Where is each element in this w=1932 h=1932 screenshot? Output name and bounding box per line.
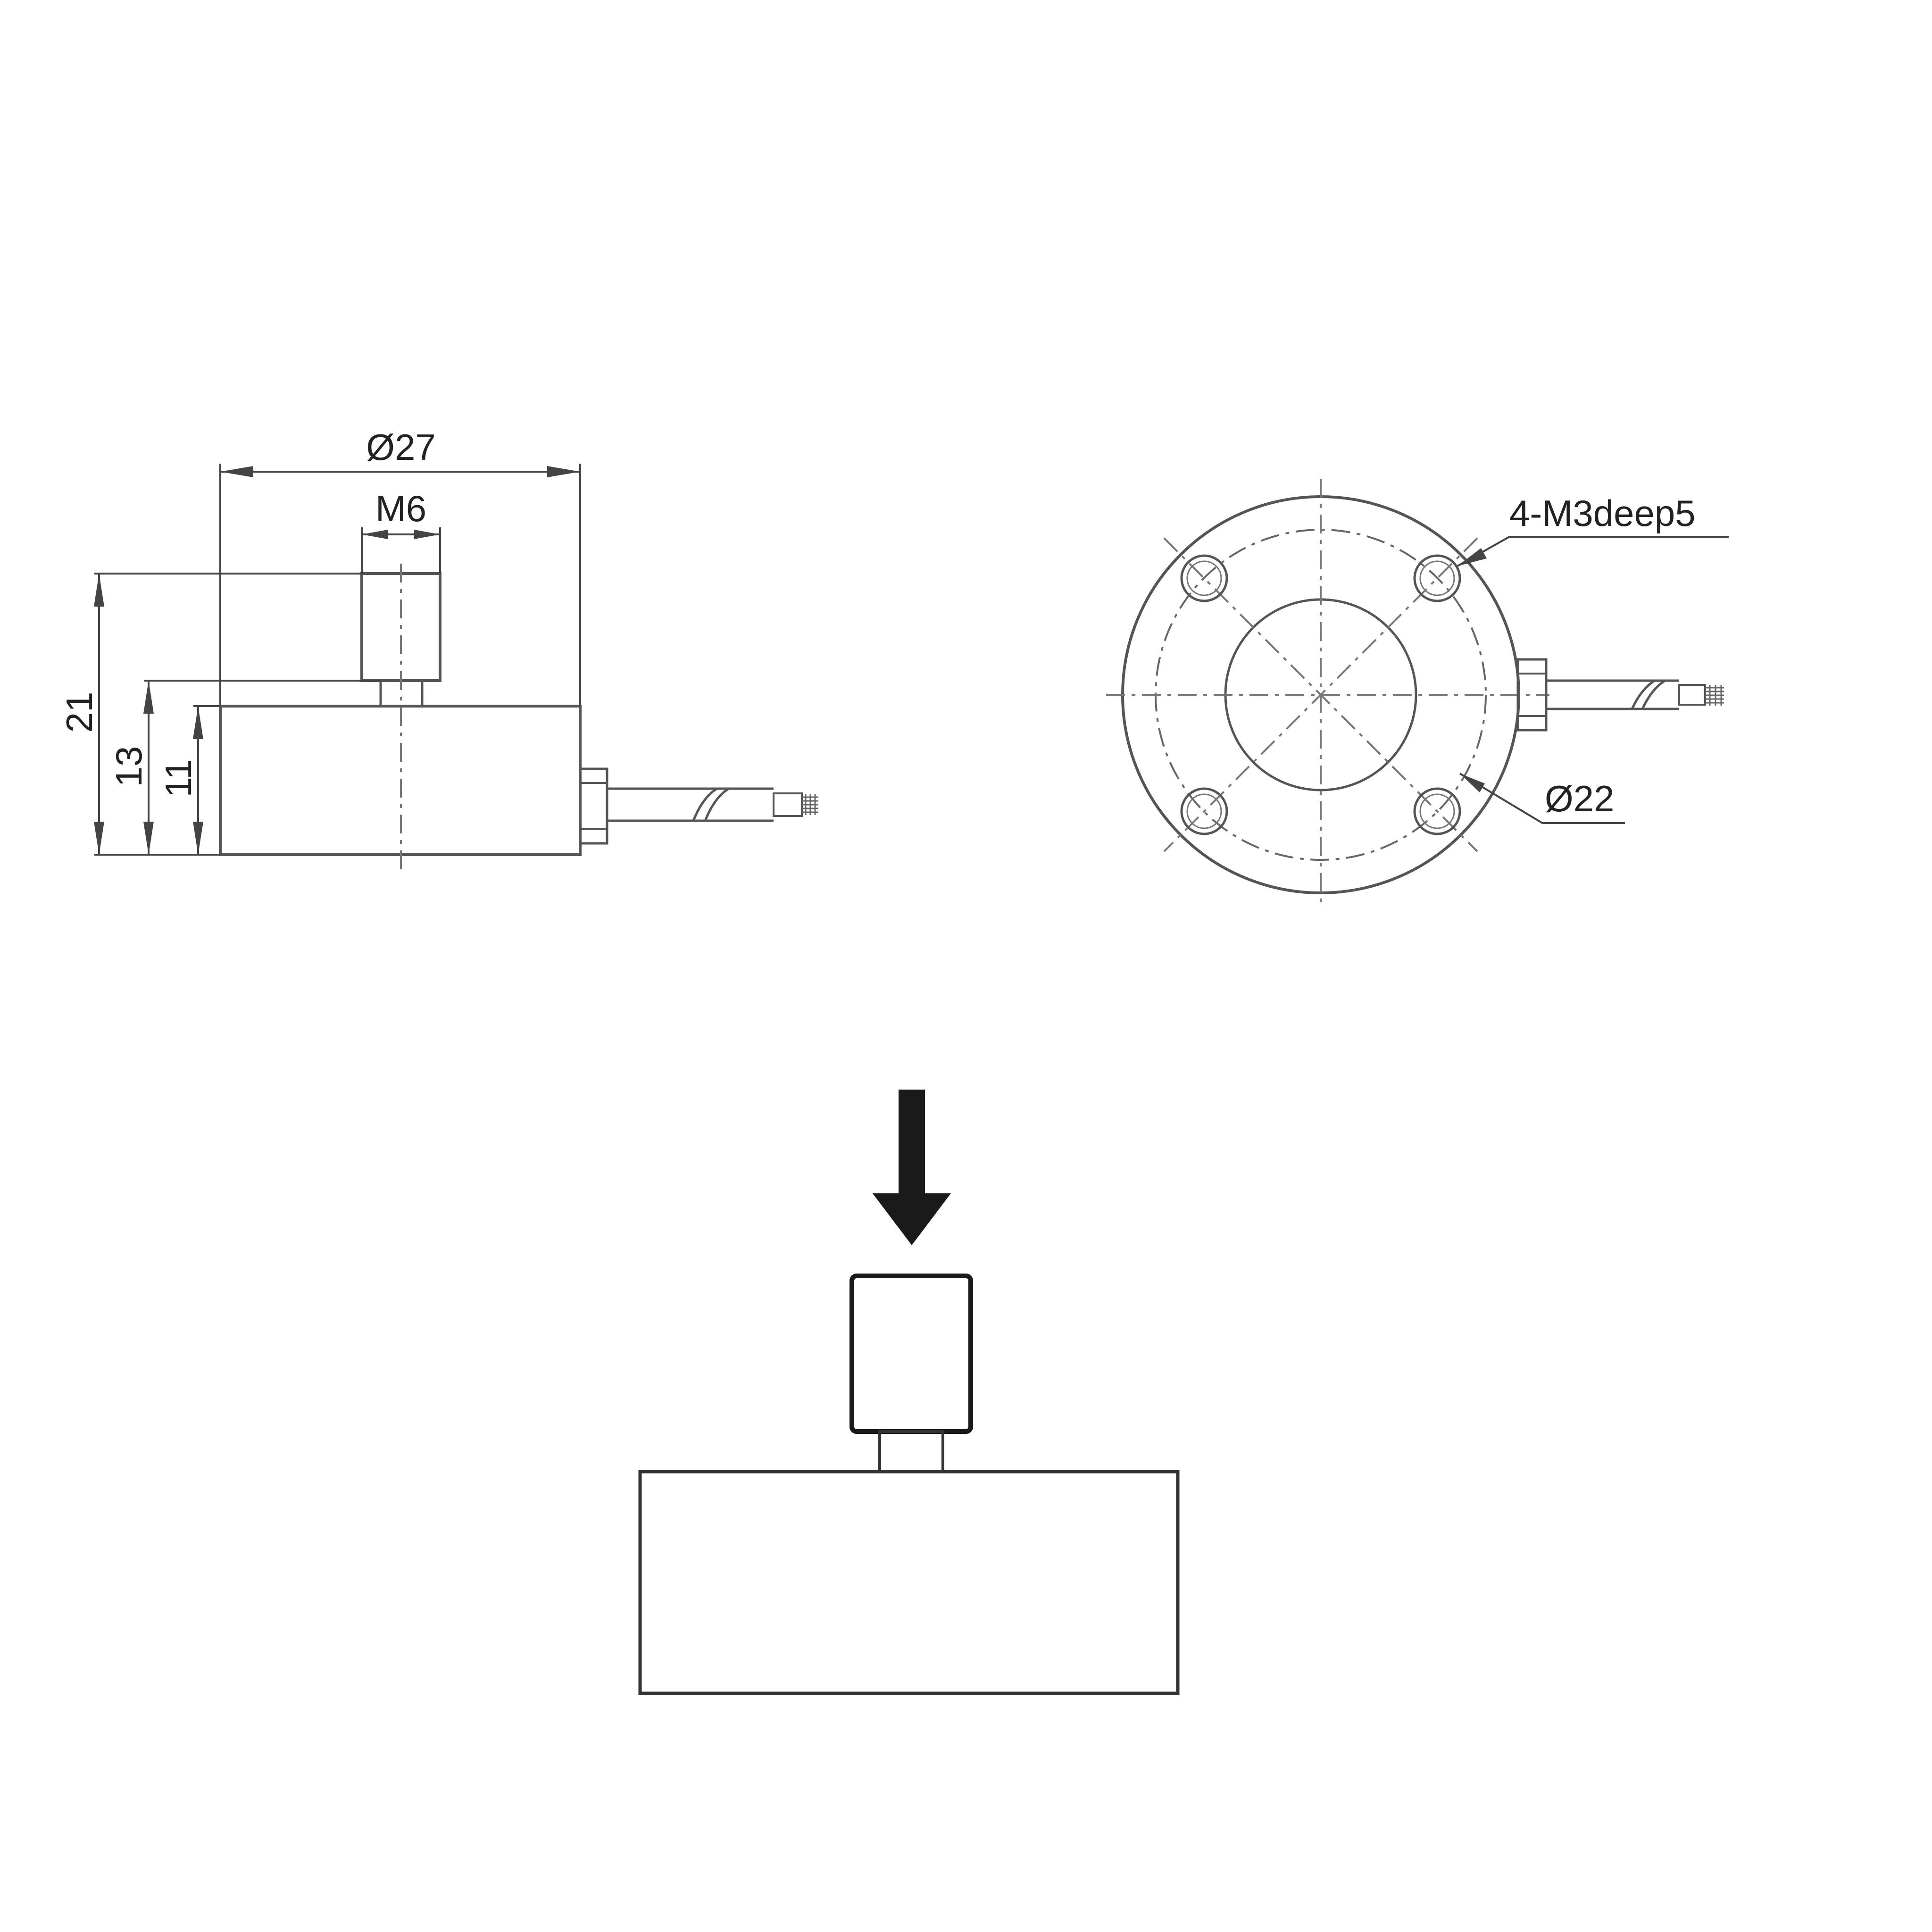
top-cable-break-mark-2 [1641,679,1666,710]
mounting-hole-top-left [1180,554,1228,602]
cable-sleeve [773,792,803,817]
top-wire-ends [1705,685,1724,706]
load-arrow-down-icon [873,1090,951,1245]
load-body-outline [638,1470,1180,1695]
load-diagram [638,1090,1180,1695]
top-view: 4-M3deep5 Ø22 [1106,479,1729,908]
cable-break-mark-2 [704,787,730,821]
wire-ends [802,794,818,815]
mounting-hole-bottom-right [1413,787,1461,835]
top-cable-break-mark [1631,679,1656,710]
top-cable-gland [1516,658,1548,732]
dim-label-body-height: 11 [158,759,199,798]
load-neck-outline [878,1430,944,1473]
cable-break-mark [692,787,718,821]
dim-label-thread: M6 [375,488,426,529]
pitch-circle-label: Ø22 [1545,778,1614,819]
leader-pitch-circle: Ø22 [1459,773,1625,824]
load-stud-outline [849,1274,973,1434]
dim-thread-m6: M6 [361,488,441,574]
dim-label-diameter: Ø27 [366,426,435,468]
dim-label-shoulder-height: 13 [108,746,150,787]
cable-gland [579,767,608,845]
mounting-hole-top-right [1413,554,1461,602]
dim-heights: 21 13 11 [58,573,381,856]
top-cable-sleeve [1678,684,1706,706]
mounting-hole-bottom-left [1180,787,1228,835]
dim-diameter-27: Ø27 [219,426,581,706]
hole-callout-label: 4-M3deep5 [1509,492,1696,534]
side-view: Ø27 M6 21 13 [58,426,818,875]
dim-label-total-height: 21 [58,692,100,733]
leader-hole-callout: 4-M3deep5 [1457,492,1729,567]
